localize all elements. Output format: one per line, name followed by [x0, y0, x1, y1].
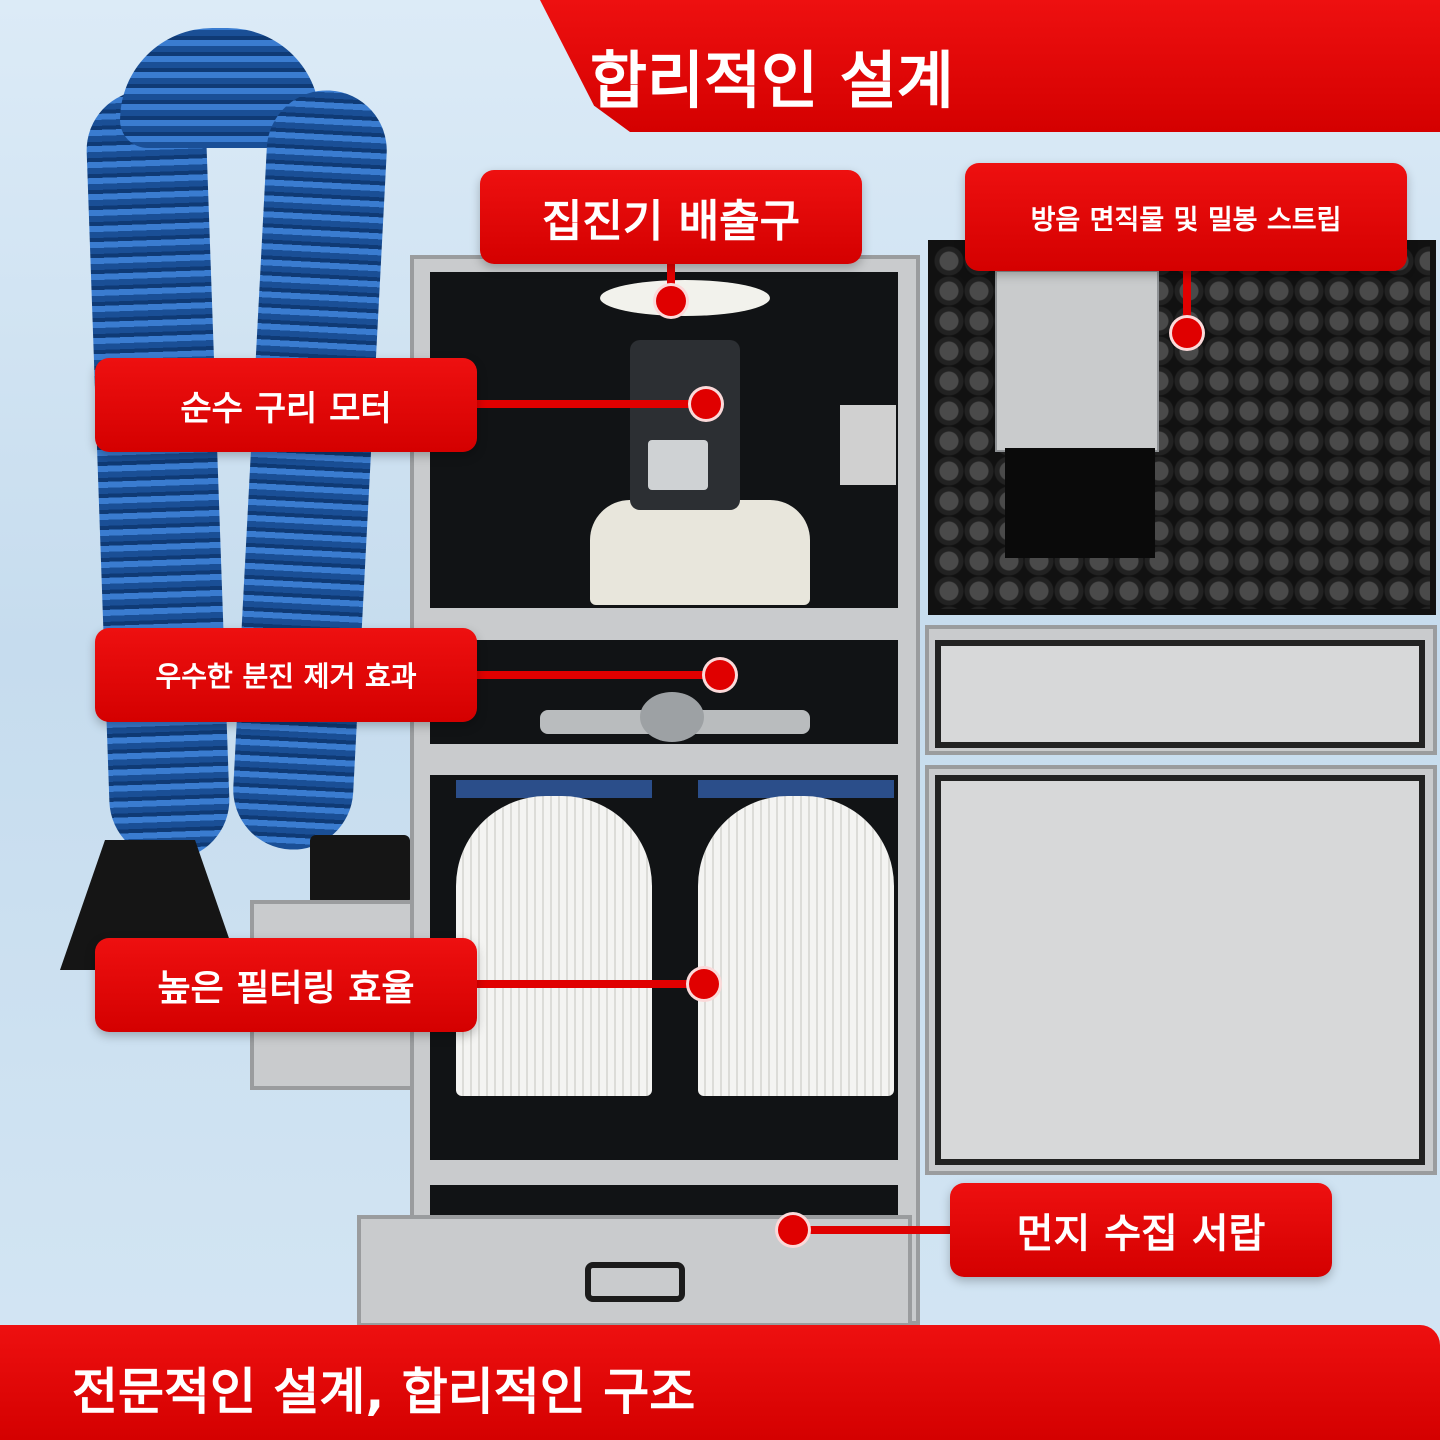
filter-callout-label: 높은 필터링 효율 [157, 968, 415, 1009]
filter-rim-left [456, 780, 652, 798]
filter-rim-right [698, 780, 894, 798]
footer-banner [0, 1325, 1440, 1440]
dust-removal-callout-label: 우수한 분진 제거 효과 [155, 660, 417, 693]
soundproof-callout: 방음 면직물 및 밀봉 스트립 [965, 163, 1407, 271]
motor-plate [648, 440, 708, 490]
extraction-hose-right [230, 87, 390, 853]
motor-callout: 순수 구리 모터 [95, 358, 477, 452]
filter-leader-line [470, 980, 710, 988]
drawer-callout: 먼지 수집 서랍 [950, 1183, 1332, 1277]
exhaust-marker-dot [653, 283, 689, 319]
side-valve [840, 405, 896, 485]
drawer-leader-line [790, 1226, 960, 1234]
soundproof-marker-dot [1169, 315, 1205, 351]
drawer-marker-dot [775, 1212, 811, 1248]
motor-marker-dot [688, 386, 724, 422]
footer-title: 전문적인 설계, 합리적인 구조 [72, 1363, 696, 1421]
filter-marker-dot [686, 966, 722, 1002]
door-panel-middle [935, 640, 1425, 748]
exhaust-callout: 집진기 배출구 [480, 170, 862, 264]
hose-collar [310, 835, 410, 905]
fan-housing [590, 500, 810, 605]
soundproof-leader-line [1183, 268, 1191, 318]
dust-removal-marker-dot [702, 657, 738, 693]
control-box-shadow [1005, 448, 1155, 558]
page-title: 합리적인 설계 [590, 44, 954, 117]
control-box [995, 270, 1159, 452]
filter-callout: 높은 필터링 효율 [95, 938, 477, 1032]
exhaust-callout-label: 집진기 배출구 [541, 196, 801, 247]
filter-cartridge-left [456, 796, 652, 1096]
dust-removal-callout: 우수한 분진 제거 효과 [95, 628, 477, 722]
motor-callout-label: 순수 구리 모터 [180, 388, 392, 429]
header-banner [540, 0, 1440, 132]
drawer-handle [585, 1262, 685, 1302]
filter-cartridge-right [698, 796, 894, 1096]
extraction-hose-left [84, 88, 232, 862]
soundproof-callout-label: 방음 면직물 및 밀봉 스트립 [1030, 204, 1342, 236]
exhaust-leader-line [667, 262, 675, 302]
drawer-callout-label: 먼지 수집 서랍 [1016, 1211, 1266, 1257]
dust-removal-leader-line [470, 671, 720, 679]
pulse-valve [640, 692, 704, 742]
door-panel-lower [935, 775, 1425, 1165]
motor-leader-line [470, 400, 710, 408]
